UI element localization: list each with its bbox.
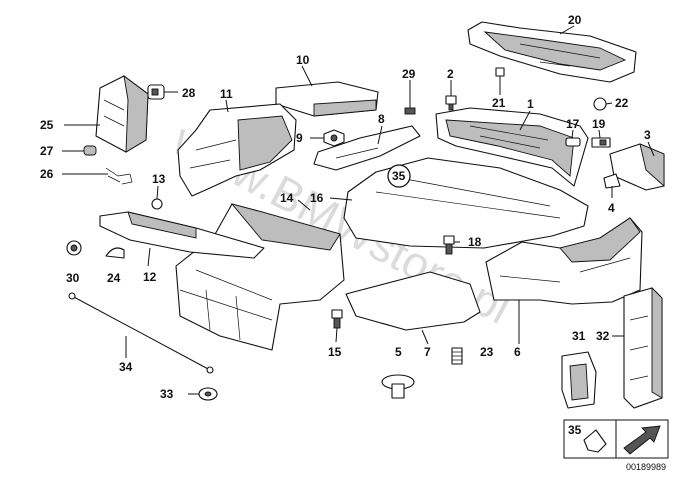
- part-30-plug: [66, 240, 82, 256]
- callout-2: 2: [447, 67, 454, 81]
- legend-box: 35 00189989: [563, 419, 669, 472]
- part-15-screw: [331, 309, 343, 329]
- part-23-spring: [451, 347, 463, 365]
- callout-18: 18: [468, 235, 482, 249]
- part-33-washer: [198, 387, 218, 401]
- callout-12: 12: [143, 270, 157, 284]
- part-27-grommet: [83, 145, 97, 156]
- part-25-bracket: [95, 74, 149, 153]
- part-26-wire-clip: [105, 167, 133, 185]
- callout-9: 9: [296, 131, 303, 145]
- callout-22: 22: [615, 96, 629, 110]
- callout-8: 8: [378, 112, 385, 126]
- part-6-side-trim: [485, 217, 643, 305]
- callout-11: 11: [220, 87, 233, 101]
- callout-20: 20: [568, 13, 582, 27]
- part-29-bolt: [404, 88, 416, 115]
- callout-27: 27: [40, 144, 54, 158]
- callout-15: 15: [328, 345, 342, 359]
- callout-19: 19: [592, 117, 606, 131]
- part-5-knob: [381, 374, 415, 399]
- part-7-floor-mat: [345, 271, 481, 331]
- part-11-side-trim: [177, 103, 297, 197]
- callout-labels: 20 10 28 11 29 2 21 22 25 1 8 17 19 3 9 …: [40, 13, 651, 401]
- callout-32: 32: [596, 329, 610, 343]
- callout-28: 28: [182, 86, 196, 100]
- part-22-plug: [593, 97, 607, 111]
- callout-14: 14: [280, 191, 294, 205]
- part-16-floor-carpet: [343, 157, 589, 249]
- callout-13: 13: [152, 172, 166, 186]
- part-17-clip: [565, 137, 581, 147]
- diagram-code: 00189989: [626, 462, 666, 472]
- callout-23: 23: [480, 345, 494, 359]
- legend-ref-35: 35: [568, 423, 582, 437]
- part-3-corner-piece: [609, 143, 665, 191]
- callout-31: 31: [572, 329, 586, 343]
- part-13-clip: [151, 198, 163, 210]
- callout-35: 35: [392, 169, 406, 183]
- part-18-stud: [443, 235, 455, 255]
- part-19-clip: [591, 137, 611, 148]
- callout-30: 30: [66, 271, 80, 285]
- arrow-icon: [623, 425, 661, 455]
- part-21-fastener: [495, 67, 505, 77]
- callout-7: 7: [424, 345, 431, 359]
- callout-24: 24: [107, 271, 121, 285]
- callout-25: 25: [40, 118, 54, 132]
- part-28-clip: [147, 84, 165, 100]
- callout-4: 4: [608, 201, 615, 215]
- callout-1: 1: [527, 97, 534, 111]
- part-2-fastener: [445, 95, 457, 111]
- part-31-holder: [561, 351, 597, 409]
- part-9-nut: [323, 129, 345, 147]
- callout-16: 16: [310, 191, 324, 205]
- callout-3: 3: [644, 128, 651, 142]
- part-12-side-carpet: [99, 211, 265, 259]
- part-8-bracket: [313, 125, 421, 171]
- callout-29: 29: [402, 67, 416, 81]
- callout-21: 21: [492, 96, 506, 110]
- callout-ring-35: [387, 164, 411, 188]
- callout-34: 34: [119, 360, 133, 374]
- callout-10: 10: [296, 53, 310, 67]
- callout-26: 26: [40, 167, 54, 181]
- part-32-warning-triangle-case: [623, 286, 663, 409]
- part-10-cover-panel: [275, 81, 379, 117]
- callout-6: 6: [514, 345, 521, 359]
- clip-detail-icon: [583, 429, 607, 453]
- callout-33: 33: [160, 387, 174, 401]
- callout-17: 17: [566, 117, 580, 131]
- part-34-rod: [68, 292, 214, 374]
- callout-5: 5: [395, 345, 402, 359]
- part-20-rear-panel: [467, 21, 637, 83]
- part-1-rear-trim: [435, 107, 589, 187]
- part-4-clip: [603, 173, 621, 189]
- part-24-cap: [105, 247, 125, 259]
- leader-lines: [62, 25, 655, 395]
